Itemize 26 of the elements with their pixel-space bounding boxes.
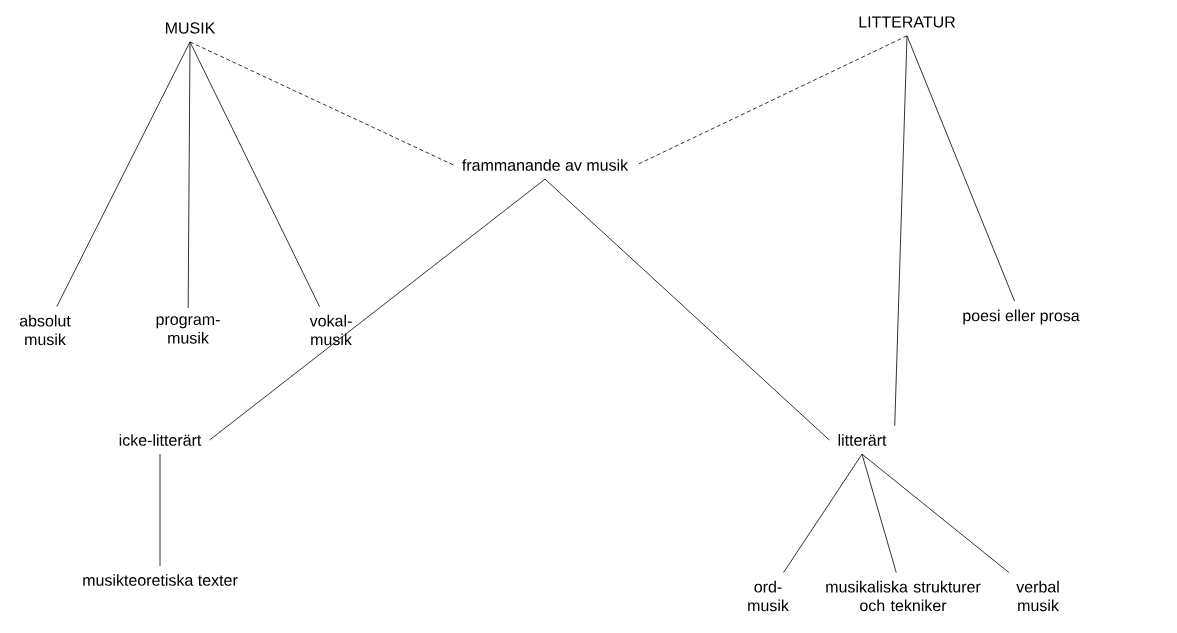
label-text: vokal- musik <box>309 314 352 346</box>
connector-line <box>209 178 546 441</box>
label-text: program- musik <box>156 316 220 344</box>
connector-line <box>544 178 830 441</box>
connector-line <box>906 35 1016 302</box>
connector-line <box>189 41 320 307</box>
label-text: litterärt <box>838 434 887 446</box>
connector-line <box>861 453 1010 573</box>
connector-line <box>187 41 191 309</box>
connector-line <box>783 453 863 573</box>
label-text: absolut musik <box>19 314 71 346</box>
connector-line <box>636 35 908 166</box>
label-text: musikaliska strukturer och tekniker <box>826 580 981 612</box>
label-text: verbal musik <box>1016 580 1059 612</box>
connector-line <box>861 453 897 573</box>
label-text: poesi eller prosa <box>963 309 1080 325</box>
connector-line <box>159 453 161 567</box>
connector-line <box>894 35 908 427</box>
label-text: ord- musik <box>748 580 789 612</box>
connector-line <box>56 41 191 307</box>
connector-line <box>189 41 454 166</box>
label-text: frammanande av musik <box>462 159 629 171</box>
label-text: LITTERATUR <box>859 16 955 28</box>
label-text: musikteoretiska texter <box>83 574 238 586</box>
label-text: MUSIK <box>166 22 216 34</box>
label-text: icke-litterärt <box>119 434 202 446</box>
